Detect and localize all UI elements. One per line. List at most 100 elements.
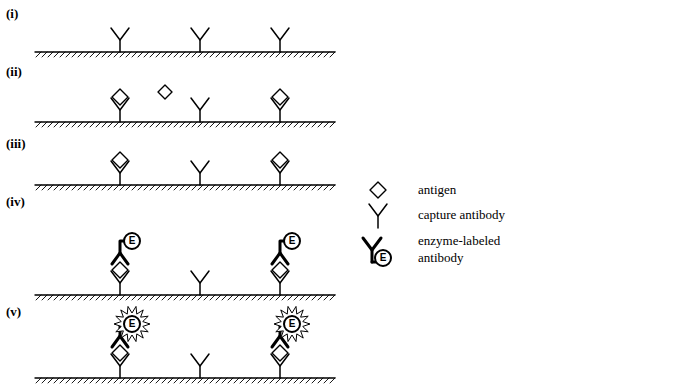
surface-hatch (246, 185, 251, 190)
surface-hatch (318, 295, 323, 300)
antigen-symbol (158, 85, 172, 99)
surface-hatch (204, 185, 209, 190)
surface-hatch (264, 295, 269, 300)
antigen-symbol (370, 182, 386, 198)
surface-hatch (210, 52, 215, 57)
surface-hatch (324, 52, 329, 57)
surface-hatch (198, 52, 203, 57)
surface-hatch (240, 378, 245, 383)
surface-hatch (174, 122, 179, 127)
surface-hatch (168, 295, 173, 300)
surface-hatch (270, 122, 275, 127)
surface-hatch (222, 295, 227, 300)
surface-hatch (282, 122, 287, 127)
surface-hatch (72, 52, 77, 57)
surface-hatch (126, 378, 131, 383)
enzyme-labeled-antibody (112, 336, 128, 347)
surface-hatch (246, 52, 251, 57)
surface-hatch (36, 185, 41, 190)
enzyme-labeled-antibody-sample (371, 250, 374, 262)
surface-hatch (72, 122, 77, 127)
surface-hatch (216, 185, 221, 190)
surface-hatch (102, 122, 107, 127)
surface-hatch (168, 185, 173, 190)
surface-hatch (318, 122, 323, 127)
surface-hatch (270, 185, 275, 190)
surface-hatch (174, 185, 179, 190)
surface-hatch (114, 185, 119, 190)
surface-hatch (78, 185, 83, 190)
surface-hatch (186, 295, 191, 300)
surface-hatch (132, 295, 137, 300)
surface-hatch (216, 122, 221, 127)
enzyme-labeled-antibody (112, 253, 128, 264)
surface-hatch (210, 378, 215, 383)
surface-hatch (324, 185, 329, 190)
surface-hatch (144, 185, 149, 190)
surface-hatch (114, 295, 119, 300)
step-label: (ii) (6, 64, 22, 80)
surface-hatch (42, 52, 47, 57)
surface-hatch (282, 378, 287, 383)
antigen-symbol (272, 262, 288, 278)
capture-antibody (199, 283, 201, 295)
surface-hatch (228, 52, 233, 57)
enzyme-letter: E (289, 236, 296, 246)
surface-hatch (132, 122, 137, 127)
surface-hatch (264, 185, 269, 190)
capture-antibody (271, 161, 289, 173)
surface-hatch (234, 122, 239, 127)
surface-hatch (258, 295, 263, 300)
surface-hatch (222, 52, 227, 57)
surface-hatch (186, 122, 191, 127)
capture-antibody (271, 98, 289, 110)
surface-hatch (156, 52, 161, 57)
surface-hatch (72, 295, 77, 300)
step-label: (v) (6, 304, 21, 320)
surface-hatch (282, 52, 287, 57)
surface-hatch (108, 378, 113, 383)
surface-hatch (234, 52, 239, 57)
surface-hatch (138, 378, 143, 383)
surface-hatch (240, 52, 245, 57)
surface-hatch (312, 295, 317, 300)
surface-hatch (252, 122, 257, 127)
surface-hatch (288, 185, 293, 190)
surface-hatch (108, 185, 113, 190)
surface-hatch (48, 378, 53, 383)
surface-hatch (216, 378, 221, 383)
surface-hatch (180, 52, 185, 57)
surface-hatch (162, 52, 167, 57)
surface-hatch (306, 295, 311, 300)
surface-hatch (66, 295, 71, 300)
surface-hatch (168, 52, 173, 57)
surface-hatch (90, 185, 95, 190)
surface-hatch (60, 52, 65, 57)
surface-hatch (66, 52, 71, 57)
surface-hatch (78, 378, 83, 383)
capture-antibody (279, 40, 281, 52)
surface-hatch (36, 52, 41, 57)
antigen-symbol (112, 89, 128, 105)
surface-hatch (276, 185, 281, 190)
surface-hatch (288, 122, 293, 127)
surface-hatch (234, 185, 239, 190)
surface-hatch (294, 295, 299, 300)
surface-hatch (192, 52, 197, 57)
surface-hatch (252, 295, 257, 300)
enzyme-letter: E (289, 319, 296, 329)
surface-hatch (294, 378, 299, 383)
capture-antibody (279, 366, 281, 378)
surface-hatch (216, 295, 221, 300)
surface-hatch (54, 378, 59, 383)
enzyme-circle: E (123, 232, 141, 250)
antigen-symbol (112, 152, 128, 168)
surface-hatch (60, 295, 65, 300)
surface-hatch (66, 122, 71, 127)
surface-hatch (222, 378, 227, 383)
surface-hatch (162, 378, 167, 383)
capture-antibody (111, 161, 129, 173)
surface-hatch (300, 378, 305, 383)
surface-hatch (276, 295, 281, 300)
